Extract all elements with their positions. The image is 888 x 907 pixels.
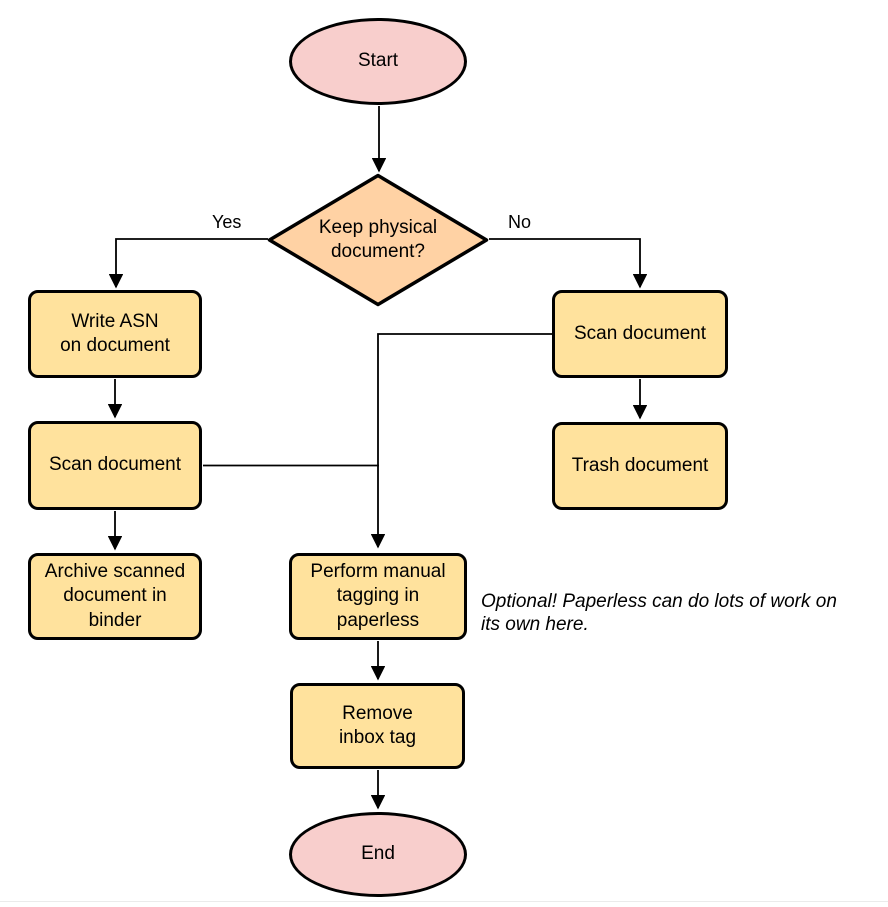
node-write-asn-on-document: Write ASN on document [28,290,202,378]
node-end: End [289,812,467,897]
node-scan-document-left-label: Scan document [48,454,182,476]
decision-diamond-shape [267,173,489,307]
node-remove-inbox-tag: Remove inbox tag [290,683,465,769]
node-scan-document-right-label: Scan document [573,322,707,344]
page-divider [0,901,888,902]
connector-decision-yes-to-write-asn [108,238,268,289]
node-decision-keep-physical-document: Keep physical document? [267,173,489,307]
node-trash-document: Trash document [552,422,728,510]
node-remove-inbox-label: Remove inbox tag [338,702,417,748]
node-perform-manual-tagging: Perform manual tagging in paperless [289,553,467,640]
node-start: Start [289,18,467,105]
node-archive-label: Archive scanned document in binder [44,561,186,631]
edge-label-no: No [508,212,532,232]
node-decision-label: Keep physical document? [318,216,438,262]
node-scan-document-right: Scan document [552,290,728,378]
connector-decision-no-to-scan-right [489,238,648,289]
edge-label-yes: Yes [212,212,242,232]
node-trash-label: Trash document [571,454,709,476]
node-start-label: Start [357,50,399,72]
optional-note: Optional! Paperless can do lots of work … [481,591,837,636]
connector-scan-right-to-tagging [370,333,552,549]
node-scan-document-left: Scan document [28,421,202,510]
node-archive-scanned-document: Archive scanned document in binder [28,553,202,640]
node-tagging-label: Perform manual tagging in paperless [310,561,446,631]
node-end-label: End [361,843,395,865]
node-write-asn-label: Write ASN on document [60,310,170,356]
